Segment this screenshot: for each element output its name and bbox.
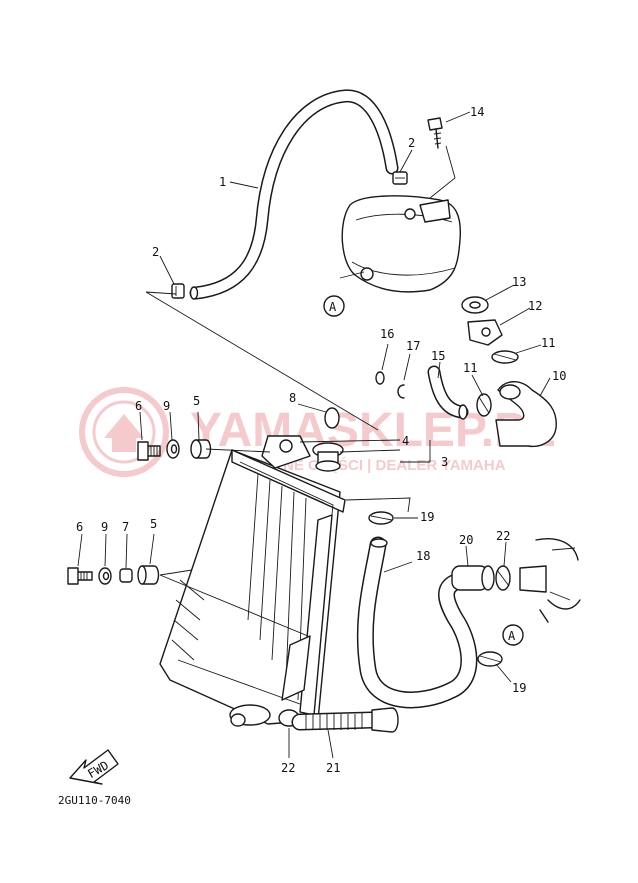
engine-outlet — [519, 538, 581, 623]
collar — [190, 439, 212, 459]
elbow-hose — [495, 381, 557, 448]
connection-marker-a: A — [323, 295, 345, 317]
callout-6: 6 — [76, 520, 83, 534]
collar — [119, 568, 133, 583]
o-ring — [375, 371, 385, 385]
gasket-plate — [467, 319, 503, 346]
callout-22: 22 — [281, 761, 295, 775]
hose-clamp — [477, 651, 503, 667]
callout-9: 9 — [163, 399, 170, 413]
callout-5: 5 — [193, 394, 200, 408]
svg-text:A: A — [329, 300, 337, 314]
callout-12: 12 — [528, 299, 542, 313]
radiator-hose-lower — [356, 536, 478, 709]
callout-19: 19 — [420, 510, 434, 524]
callout-10: 10 — [552, 369, 566, 383]
part-callouts: 1 2 2 14 13 12 11 11 10 15 16 17 8 4 3 6… — [76, 105, 566, 775]
overflow-hose — [427, 365, 469, 420]
corrugated-hose — [291, 707, 399, 733]
washer — [98, 567, 112, 585]
svg-text:A: A — [508, 629, 516, 643]
callout-16: 16 — [380, 327, 394, 341]
coupling-hose — [451, 565, 495, 591]
reference-code: 2GU110-7040 — [58, 794, 131, 807]
circlip — [397, 384, 405, 399]
callout-11: 11 — [463, 361, 477, 375]
callout-13: 13 — [512, 275, 526, 289]
callout-14: 14 — [470, 105, 484, 119]
callout-11: 11 — [541, 336, 555, 350]
watermark-tagline: WOLNE CZĘŚCI | DEALER YAMAHA — [248, 456, 506, 474]
hose-clamp — [491, 350, 519, 364]
callout-7: 7 — [122, 520, 129, 534]
callout-4: 4 — [402, 434, 409, 448]
callout-2: 2 — [408, 136, 415, 150]
breather-hose — [189, 89, 399, 300]
bolt — [427, 117, 443, 149]
leader-lines — [77, 111, 551, 759]
watermark-logo-icon — [79, 387, 169, 477]
callout-9: 9 — [101, 520, 108, 534]
watermark: YAMASKLEP.PL WOLNE CZĘŚCI | DEALER YAMAH… — [79, 387, 555, 477]
callout-3: 3 — [441, 455, 448, 469]
bolt — [137, 441, 161, 461]
reservoir-tank — [341, 195, 462, 293]
callout-8: 8 — [289, 391, 296, 405]
callout-1: 1 — [219, 175, 226, 189]
hose-clip — [392, 171, 408, 185]
hose-clamp — [495, 565, 511, 591]
bolt — [67, 567, 93, 585]
callout-5: 5 — [150, 517, 157, 531]
callout-19: 19 — [512, 681, 526, 695]
grommet — [137, 565, 160, 585]
callout-20: 20 — [459, 533, 473, 547]
callout-18: 18 — [416, 549, 430, 563]
callout-17: 17 — [406, 339, 420, 353]
callout-22: 22 — [496, 529, 510, 543]
connection-marker-a: A — [502, 624, 524, 646]
hose-clamp — [476, 393, 492, 417]
hose-clamp — [368, 511, 394, 525]
watermark-brand: YAMASKLEP.PL — [190, 404, 555, 457]
callout-2: 2 — [152, 245, 159, 259]
grommet — [461, 296, 489, 314]
washer — [166, 439, 180, 459]
hose-clip — [171, 283, 185, 299]
callout-21: 21 — [326, 761, 340, 775]
callout-15: 15 — [431, 349, 445, 363]
forward-arrow-icon: FWD — [69, 749, 119, 785]
callout-6: 6 — [135, 399, 142, 413]
radiator — [159, 407, 346, 727]
